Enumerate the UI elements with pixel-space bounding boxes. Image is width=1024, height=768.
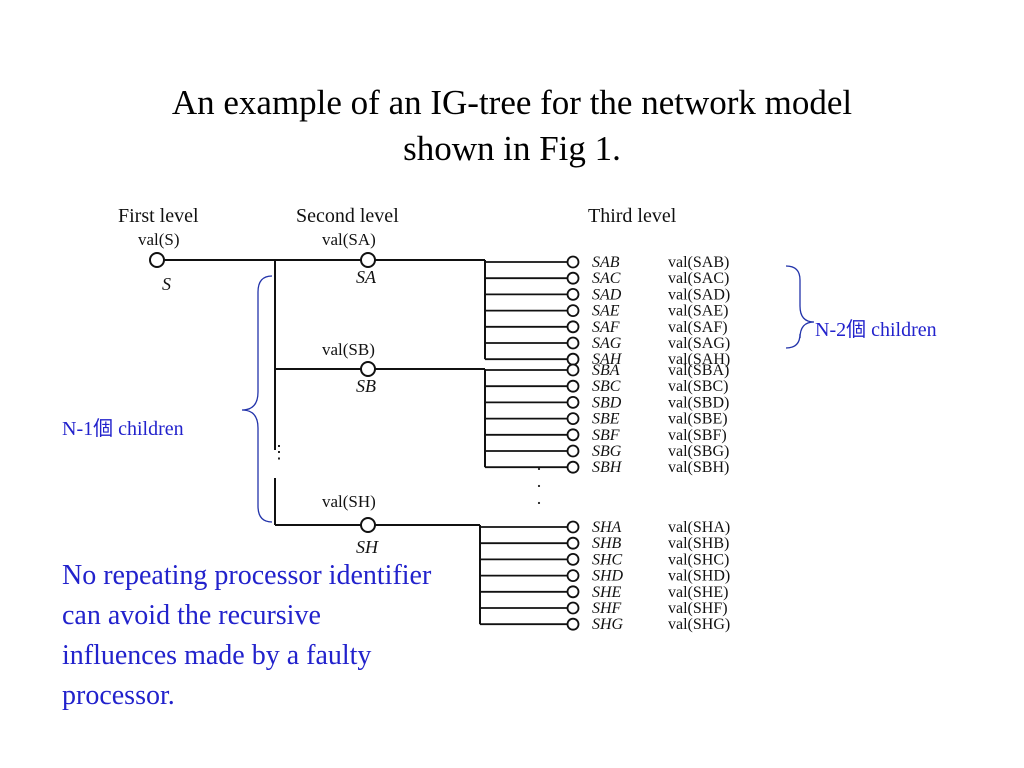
- leaf-val-sag: val(SAG): [668, 335, 730, 352]
- leaf-label-sbc: SBC: [592, 378, 621, 395]
- node-label-sa: SA: [356, 267, 377, 287]
- leaf-label-sab: SAB: [592, 254, 620, 271]
- groups-layer: val(SA) SA SAB val(SAB) SAC val(SAC) SAD val(SA…: [275, 230, 730, 633]
- leaf-node-sbg: [566, 444, 580, 458]
- node-sb: [360, 361, 376, 377]
- leaf-node-sae: [566, 304, 580, 318]
- leaf-label-sha: SHA: [592, 519, 622, 536]
- leaf-label-sbf: SBF: [592, 427, 620, 444]
- leaf-val-sbg: val(SBG): [668, 443, 729, 460]
- leaf-node-shc: [566, 553, 580, 566]
- leaf-val-sha: val(SHA): [668, 519, 730, 536]
- leaf-label-shd: SHD: [592, 568, 624, 585]
- leaf-val-shf: val(SHF): [668, 600, 728, 617]
- title-line-2: shown in Fig 1.: [403, 129, 621, 168]
- leaf-node-sbe: [566, 412, 580, 426]
- header-first-level: First level: [118, 205, 199, 227]
- leaf-node-sbc: [566, 379, 580, 393]
- node-sh: [360, 517, 376, 533]
- root-label: S: [162, 274, 171, 294]
- node-val-sb: val(SB): [322, 340, 375, 359]
- leaf-label-sah: SAH: [592, 351, 623, 368]
- leaf-node-sbf: [566, 428, 580, 442]
- leaf-val-shc: val(SHC): [668, 551, 729, 568]
- leaf-label-sag: SAG: [592, 335, 622, 352]
- middle-ellipsis-top: ·: [536, 459, 542, 479]
- leaf-val-sah: val(SAH): [668, 351, 730, 368]
- leaf-label-sae: SAE: [592, 303, 620, 320]
- node-label-sb: SB: [356, 376, 376, 396]
- left-brace: [241, 275, 273, 523]
- leaf-label-sba: SBA: [592, 362, 620, 379]
- leaf-label-shg: SHG: [592, 616, 624, 633]
- leaf-label-sac: SAC: [592, 270, 621, 287]
- leaf-node-shf: [566, 601, 580, 615]
- leaf-val-sbe: val(SBE): [668, 411, 728, 428]
- leaf-label-sbh: SBH: [592, 459, 623, 476]
- spine-ellipsis: ⋮: [270, 442, 288, 462]
- leaf-label-sbd: SBD: [592, 394, 622, 411]
- root-node: [149, 252, 165, 268]
- leaf-val-sab: val(SAB): [668, 254, 729, 271]
- node-val-sh: val(SH): [322, 492, 376, 511]
- middle-ellipsis-bottom: ·: [536, 493, 542, 513]
- leaf-label-saf: SAF: [592, 319, 620, 336]
- node-val-sa: val(SA): [322, 230, 376, 249]
- node-sa: [360, 252, 376, 268]
- leaf-node-sab: [566, 255, 580, 269]
- header-third-level: Third level: [588, 205, 677, 227]
- leaf-val-sad: val(SAD): [668, 286, 730, 303]
- leaf-node-shd: [566, 569, 580, 582]
- root-val-label: val(S): [138, 230, 180, 249]
- leaf-val-shb: val(SHB): [668, 535, 729, 552]
- leaf-node-sah: [566, 352, 580, 366]
- leaf-val-sac: val(SAC): [668, 270, 729, 287]
- leaf-node-sad: [566, 287, 580, 301]
- leaf-node-saf: [566, 320, 580, 334]
- leaf-val-she: val(SHE): [668, 584, 728, 601]
- leaf-label-shc: SHC: [592, 551, 623, 568]
- title-line-1: An example of an IG-tree for the network…: [171, 83, 853, 122]
- leaf-label-shb: SHB: [592, 535, 622, 552]
- leaf-label-sbe: SBE: [592, 411, 620, 428]
- leaf-label-shf: SHF: [592, 600, 622, 617]
- footnote-text: No repeating processor identifier can av…: [62, 560, 432, 711]
- leaf-label-sbg: SBG: [592, 443, 622, 460]
- middle-ellipsis-mid: ·: [536, 476, 542, 496]
- leaf-val-sae: val(SAE): [668, 303, 728, 320]
- node-label-sh: SH: [356, 537, 379, 557]
- leaf-val-sbc: val(SBC): [668, 378, 728, 395]
- leaf-node-shg: [566, 617, 580, 631]
- leaf-val-sbd: val(SBD): [668, 394, 729, 411]
- leaf-node-sha: [566, 520, 580, 534]
- left-annotation: N-1個 children: [62, 417, 184, 440]
- leaf-val-sbh: val(SBH): [668, 459, 729, 476]
- leaf-node-she: [566, 585, 580, 599]
- leaf-val-shg: val(SHG): [668, 616, 730, 633]
- leaf-val-shd: val(SHD): [668, 568, 730, 585]
- leaf-val-sbf: val(SBF): [668, 427, 727, 444]
- leaf-node-sbh: [566, 460, 580, 474]
- leaf-node-sba: [566, 363, 580, 377]
- right-annotation: N-2個 children: [815, 318, 937, 341]
- leaf-val-sba: val(SBA): [668, 362, 729, 379]
- slide-title: An example of an IG-tree for the network…: [62, 80, 962, 172]
- leaf-val-saf: val(SAF): [668, 319, 728, 336]
- leaf-label-sad: SAD: [592, 286, 622, 303]
- leaf-node-shb: [566, 536, 580, 550]
- leaf-node-sac: [566, 271, 580, 285]
- leaf-node-sbd: [566, 395, 580, 409]
- right-brace: [785, 265, 815, 349]
- leaf-label-she: SHE: [592, 584, 622, 601]
- header-second-level: Second level: [296, 205, 399, 227]
- leaf-node-sag: [566, 336, 580, 350]
